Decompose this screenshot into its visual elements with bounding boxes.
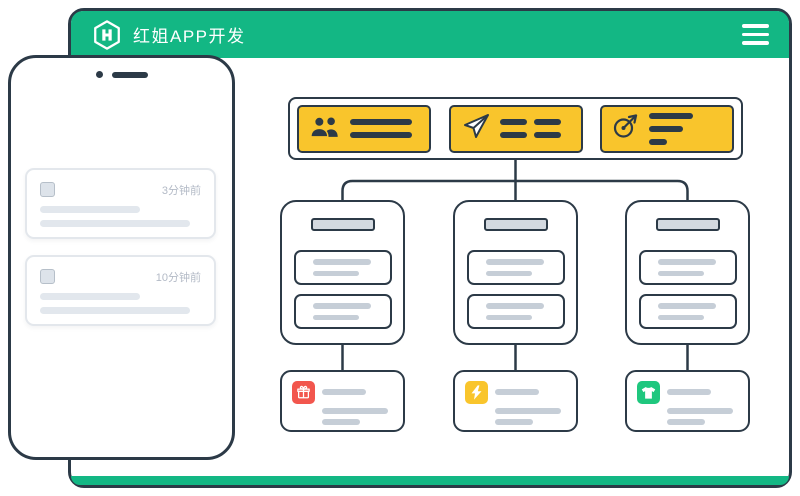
hamburger-menu-icon[interactable] [742, 24, 769, 45]
notification-text-line [40, 206, 140, 213]
module-field-box [294, 250, 392, 285]
app-logo-icon [91, 19, 123, 51]
phone-speaker-slot [111, 71, 148, 78]
module-title-placeholder [655, 218, 720, 231]
detail-text-line [667, 408, 733, 414]
flow-connector-lines [341, 160, 689, 370]
notification-card[interactable]: 10分钟前 [25, 255, 216, 326]
notification-text-line [40, 220, 190, 227]
module-field-box [639, 250, 737, 285]
lightning-icon [465, 381, 488, 404]
module-card-1 [280, 200, 405, 345]
module-card-3 [625, 200, 750, 345]
module-field-box [294, 294, 392, 329]
gift-icon [292, 381, 315, 404]
detail-text-line [495, 419, 533, 425]
detail-card-2 [453, 370, 578, 432]
paper-plane-icon [461, 112, 491, 145]
app-title: 红姐APP开发 [133, 27, 246, 46]
feature-card-target[interactable] [600, 104, 734, 153]
tshirt-icon [637, 381, 660, 404]
feature-card-text-lines [649, 112, 693, 145]
detail-card-1 [280, 370, 405, 432]
detail-text-line [667, 389, 711, 395]
detail-text-line [322, 408, 388, 414]
module-field-box [639, 294, 737, 329]
app-header: 红姐APP开发 [71, 11, 789, 58]
feature-card-text-lines [350, 119, 412, 138]
users-icon [309, 114, 341, 144]
detail-text-line [495, 408, 561, 414]
notification-text-line [40, 307, 190, 314]
feature-card-text-lines [499, 119, 561, 138]
detail-card-3 [625, 370, 750, 432]
target-arrow-icon [612, 112, 640, 145]
module-title-placeholder [483, 218, 548, 231]
notification-app-icon [40, 182, 55, 197]
feature-card-users[interactable] [297, 104, 431, 153]
footer-accent-bar [71, 476, 789, 485]
notification-text-line [40, 293, 140, 300]
detail-text-line [667, 419, 705, 425]
feature-cards-container [288, 97, 743, 160]
notification-card[interactable]: 3分钟前 [25, 168, 216, 239]
detail-text-line [322, 389, 366, 395]
module-title-placeholder [310, 218, 375, 231]
notification-time: 10分钟前 [155, 272, 201, 284]
notification-time: 3分钟前 [161, 185, 201, 197]
module-field-box [467, 294, 565, 329]
module-card-2 [453, 200, 578, 345]
phone-camera-dot [95, 71, 103, 78]
phone-mockup: 3分钟前 10分钟前 [8, 55, 235, 460]
detail-text-line [322, 419, 360, 425]
notification-app-icon [40, 269, 55, 284]
feature-card-send[interactable] [448, 104, 583, 153]
module-field-box [467, 250, 565, 285]
detail-text-line [495, 389, 539, 395]
phone-top-bezel [11, 58, 232, 78]
